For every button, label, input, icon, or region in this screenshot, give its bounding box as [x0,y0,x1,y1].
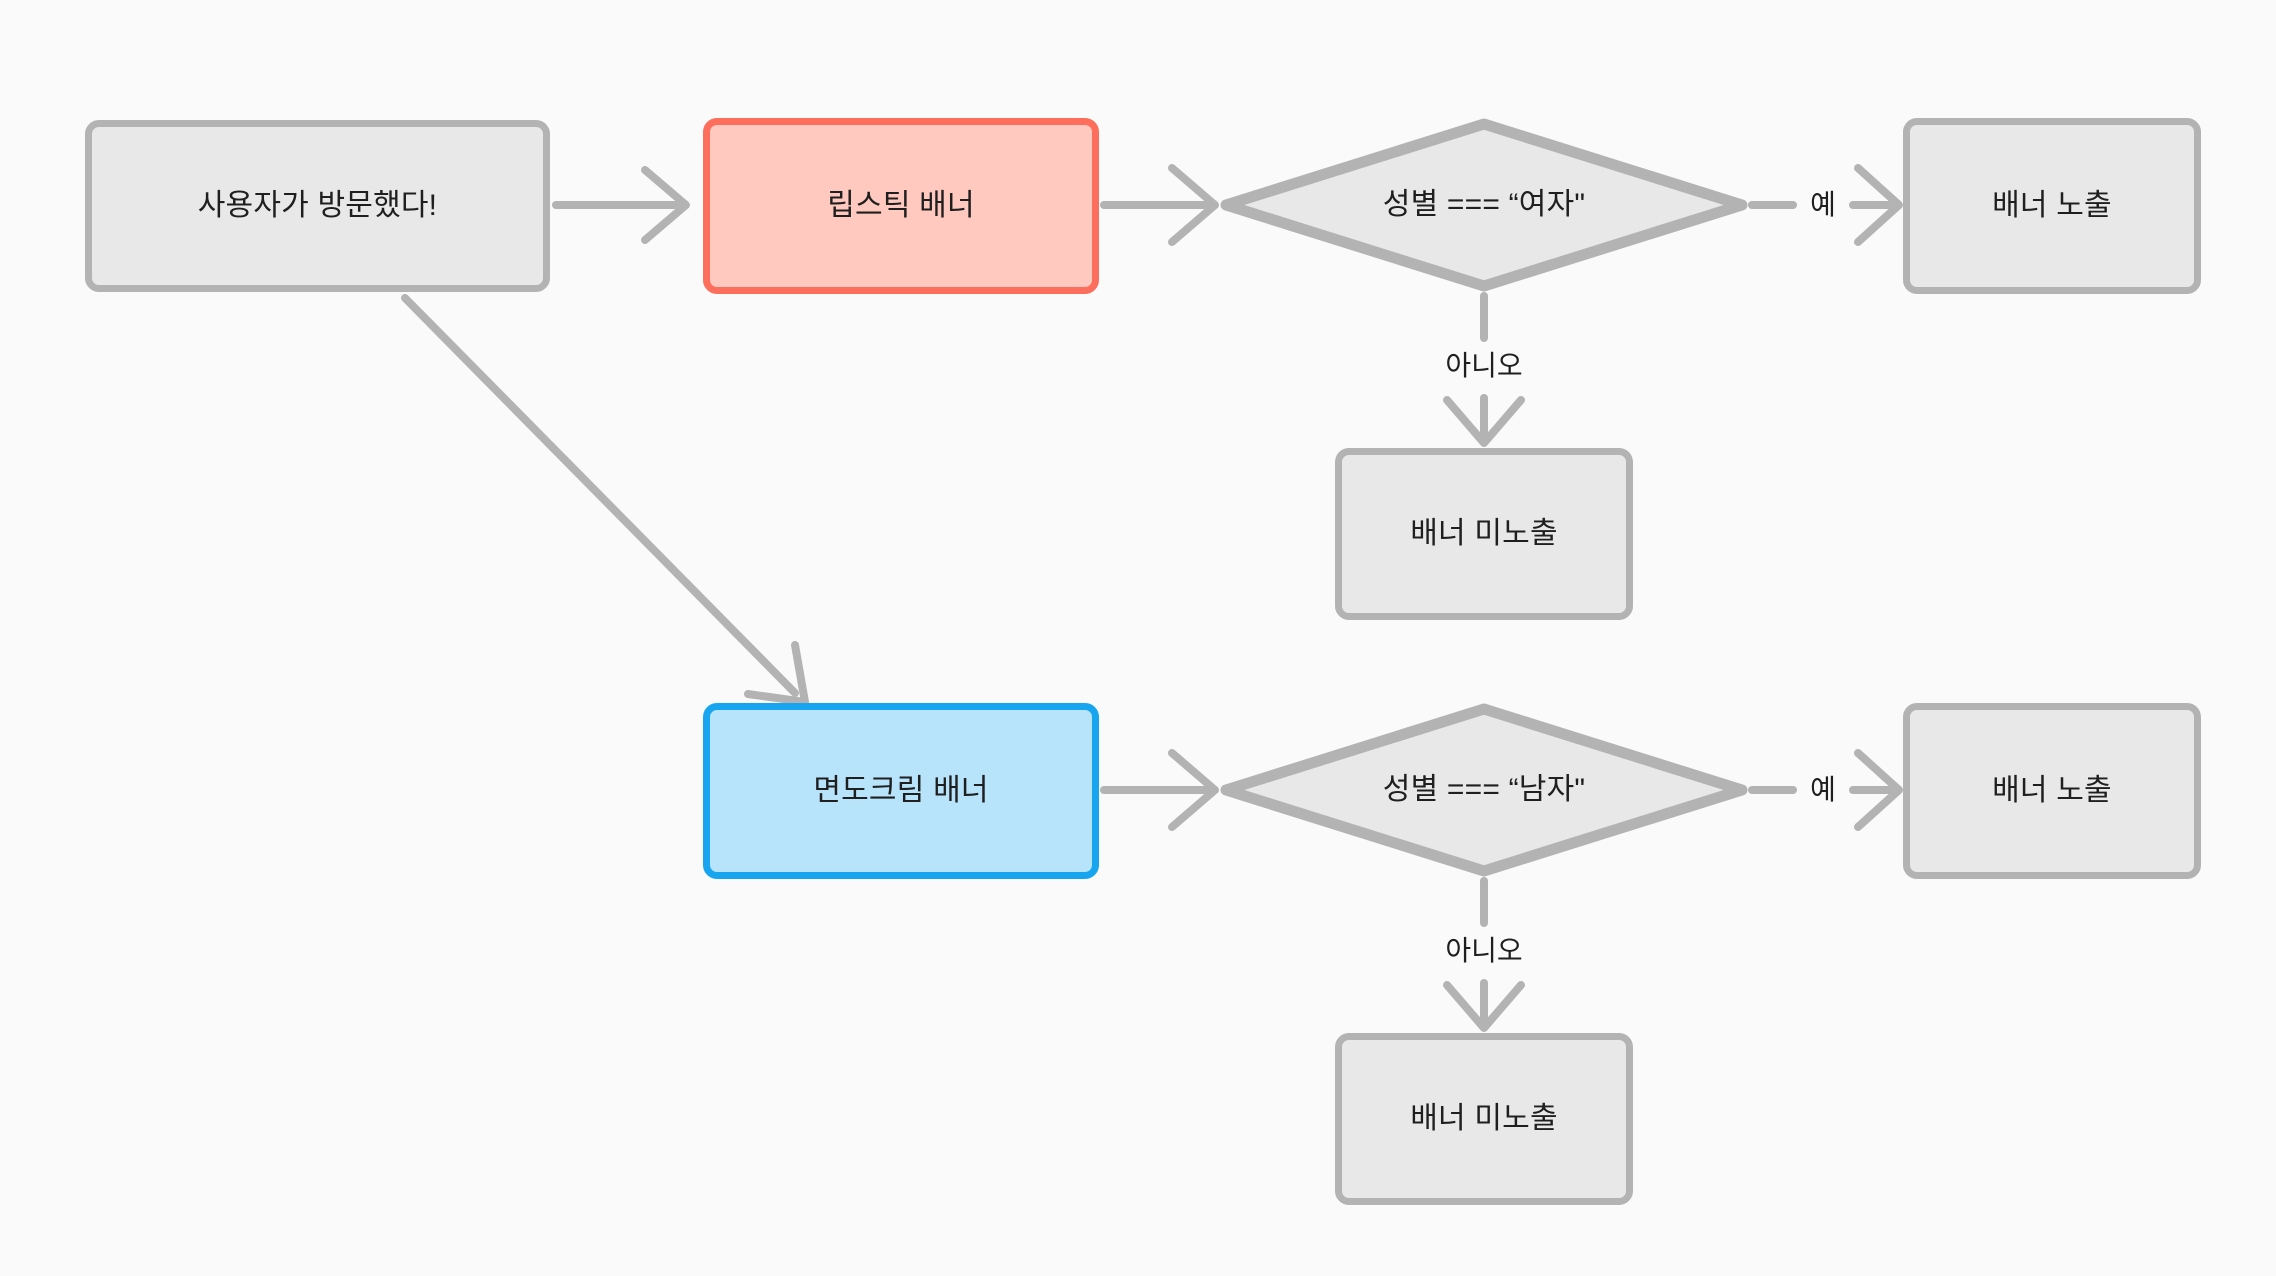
node-start-label: 사용자가 방문했다! [197,188,438,222]
node-decision-male[interactable]: 성별 === “남자" [1218,701,1750,879]
node-show-banner-top[interactable]: 배너 노출 [1903,118,2201,294]
node-shaving-cream-banner-label: 면도크림 배너 [813,773,989,807]
node-lipstick-banner[interactable]: 립스틱 배너 [703,118,1099,294]
node-hide-banner-top[interactable]: 배너 미노출 [1335,448,1633,620]
node-hide-banner-top-label: 배너 미노출 [1410,516,1558,550]
node-decision-female-label: 성별 === “여자" [1382,187,1586,221]
node-show-banner-top-label: 배너 노출 [1992,188,2112,222]
node-decision-male-label: 성별 === “남자" [1382,772,1586,806]
edge-label-yes-top: 예 [1810,189,1836,220]
node-show-banner-bottom-label: 배너 노출 [1992,773,2112,807]
node-hide-banner-bottom-label: 배너 미노출 [1410,1101,1558,1135]
node-decision-female[interactable]: 성별 === “여자" [1218,116,1750,294]
diamond-shape [1220,118,1748,292]
edge-start-to-shaving-cream [401,294,809,706]
edge-lipstick-to-decision-female [1100,164,1219,246]
edge-shaving-to-decision-male [1100,749,1219,831]
edge-label-yes-bottom: 예 [1810,774,1836,805]
node-start[interactable]: 사용자가 방문했다! [85,120,550,292]
edge-label-no-top: 아니오 [1445,350,1523,381]
edge-label-no-bottom: 아니오 [1445,935,1523,966]
node-lipstick-banner-label: 립스틱 배너 [827,188,975,222]
node-hide-banner-bottom[interactable]: 배너 미노출 [1335,1033,1633,1205]
edge-start-to-lipstick [552,166,690,244]
node-show-banner-bottom[interactable]: 배너 노출 [1903,703,2201,879]
diamond-shape [1220,703,1748,877]
node-shaving-cream-banner[interactable]: 면도크림 배너 [703,703,1099,879]
